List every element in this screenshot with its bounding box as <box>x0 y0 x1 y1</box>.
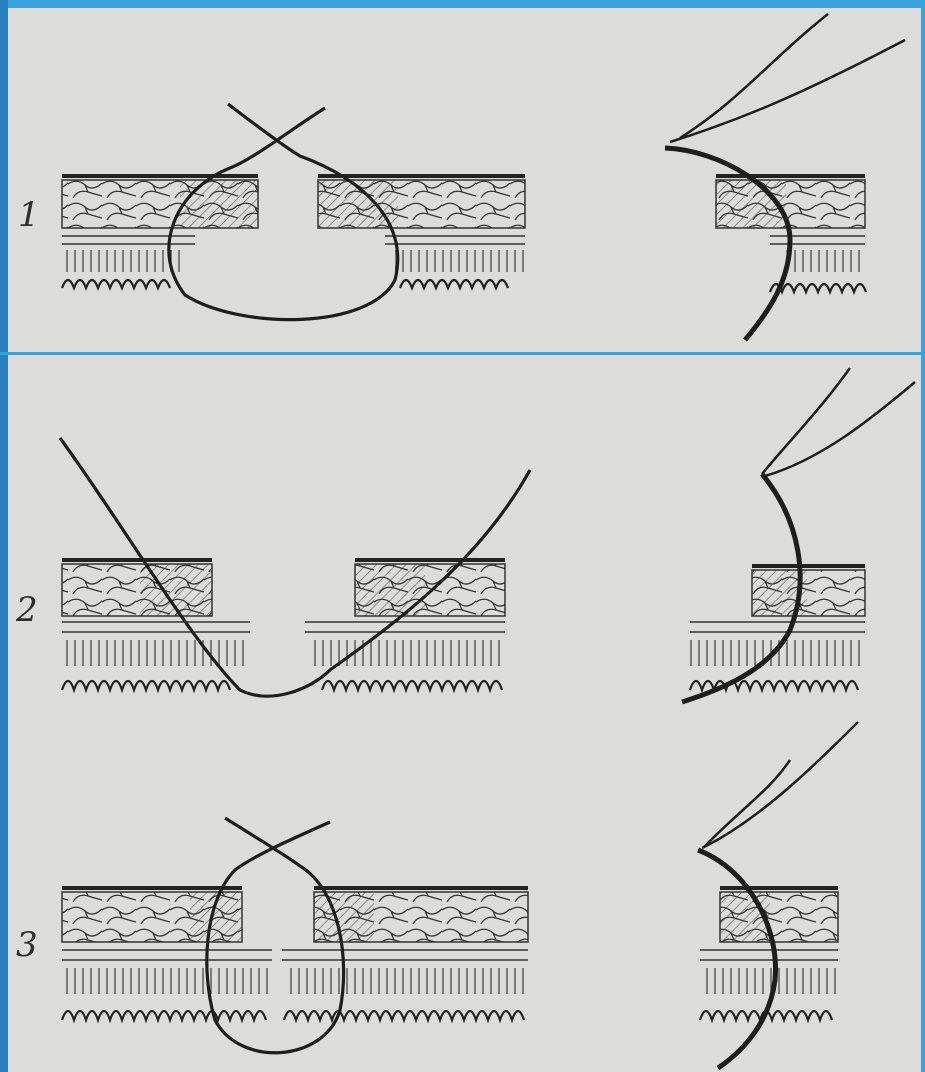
panel-1-wound <box>62 104 525 320</box>
panel-3-needle-view <box>698 722 858 1068</box>
panel-label-3: 3 <box>16 925 38 965</box>
panel-1-needle-view <box>665 14 905 340</box>
panel-label-1: 1 <box>18 195 40 235</box>
panel-3-wound <box>62 818 528 1053</box>
panel-2-needle-view <box>682 368 915 702</box>
panel-2-wound <box>60 438 530 696</box>
panel-label-2: 2 <box>16 590 38 630</box>
